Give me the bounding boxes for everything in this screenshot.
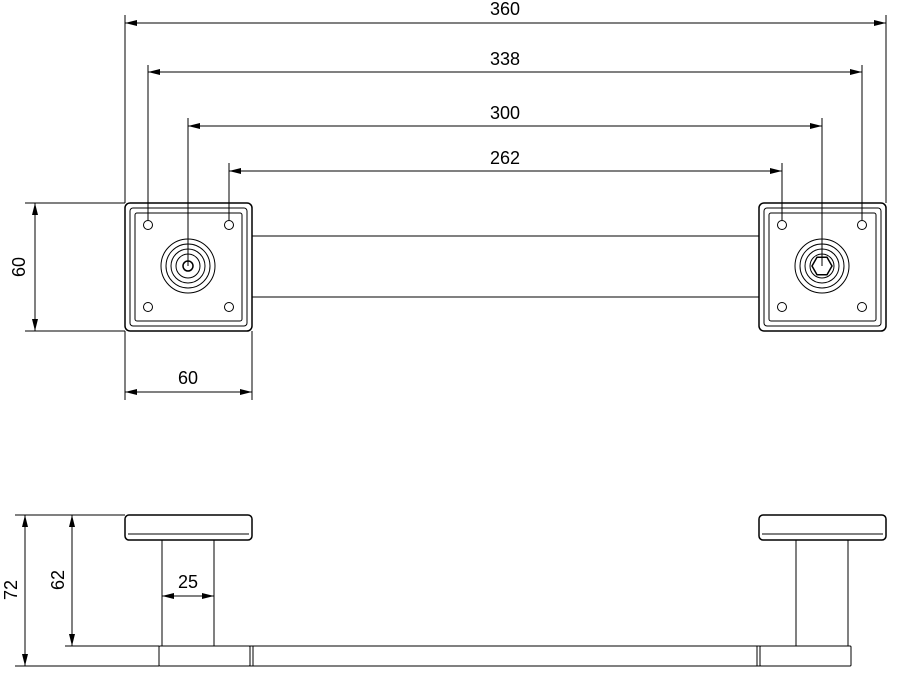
grab-bar-side (158, 645, 852, 667)
top-view: 360 338 300 262 60 60 (9, 0, 887, 400)
side-view: 72 62 25 (1, 514, 887, 667)
dimension-262: 262 (229, 148, 782, 174)
dim-overall-length: 360 (490, 0, 520, 19)
dim-total-height: 72 (1, 580, 21, 600)
mounting-hole (777, 302, 787, 312)
dimension-60-horizontal: 60 (125, 368, 252, 395)
dim-height-to-bar: 62 (48, 570, 68, 590)
dim-base-width: 60 (178, 368, 198, 388)
right-bracket-side (758, 514, 887, 646)
dimension-72: 72 (1, 515, 29, 666)
dimension-360: 360 (125, 0, 886, 26)
dim-inner-hole-spacing: 262 (490, 148, 520, 168)
dim-base-height: 60 (9, 257, 29, 277)
mounting-hole (777, 220, 787, 230)
mounting-hole (143, 302, 153, 312)
grab-bar-top (251, 235, 760, 298)
side-extension-lines (15, 514, 159, 667)
dimension-60-vertical: 60 (9, 203, 38, 331)
mounting-hole (857, 220, 867, 230)
mounting-hole (224, 302, 234, 312)
dimension-300: 300 (188, 103, 822, 129)
dimension-25: 25 (162, 572, 214, 599)
dim-outer-hole-spacing: 338 (490, 49, 520, 69)
mounting-hole (224, 220, 234, 230)
dim-post-diameter: 25 (178, 572, 198, 592)
dim-center-spacing: 300 (490, 103, 520, 123)
mounting-hole (857, 302, 867, 312)
mounting-hole (143, 220, 153, 230)
dimension-338: 338 (148, 49, 862, 75)
dimension-62: 62 (48, 515, 75, 646)
extension-lines (25, 15, 887, 400)
